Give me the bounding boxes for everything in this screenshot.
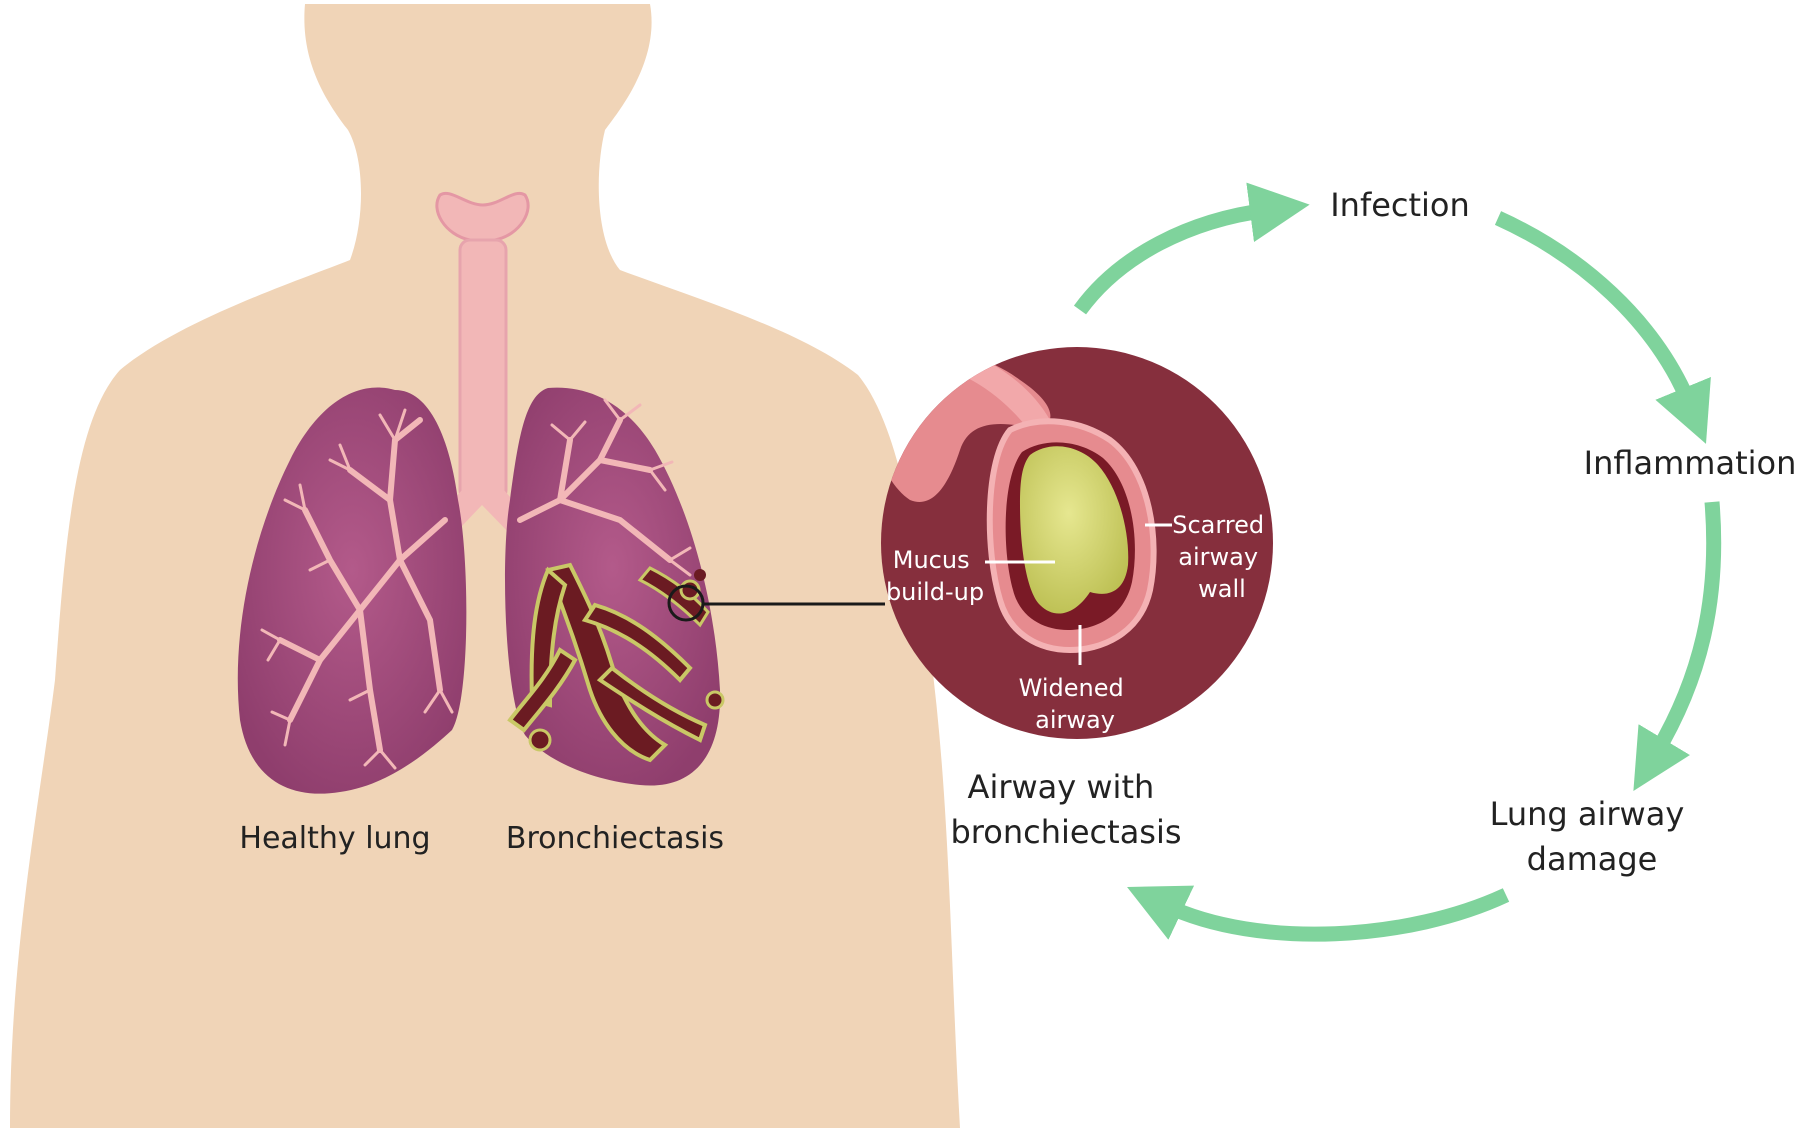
healthy-lung-label: Healthy lung <box>239 821 430 856</box>
lung-airway-damage-label: Lung airway damage <box>1490 795 1695 878</box>
arrow-to-airway <box>1165 895 1506 934</box>
inset-caption: Airway with bronchiectasis <box>950 768 1181 851</box>
arrow-to-infection <box>1080 210 1268 310</box>
bronchiectasis-label: Bronchiectasis <box>506 821 724 856</box>
arrow-to-damage <box>1655 502 1714 755</box>
body-silhouette <box>10 4 960 1128</box>
inflammation-label: Inflammation <box>1584 444 1797 482</box>
arrow-to-inflammation <box>1498 218 1690 405</box>
infection-label: Infection <box>1330 186 1470 224</box>
